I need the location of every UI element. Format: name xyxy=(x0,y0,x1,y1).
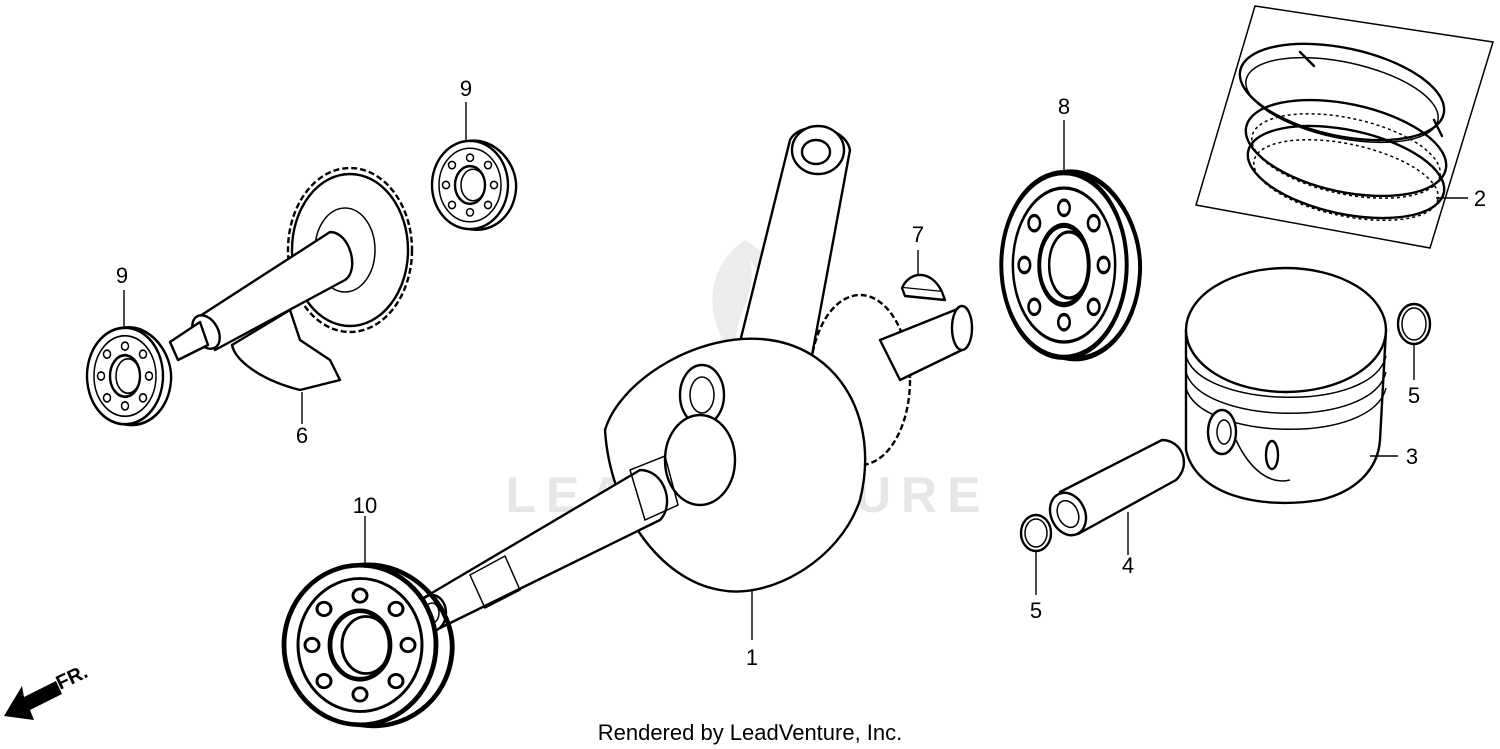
callout-4: 4 xyxy=(1122,553,1134,578)
callout-labels: 1 2 3 4 5 5 6 7 8 9 9 10 xyxy=(116,76,1486,670)
callout-9-upper: 9 xyxy=(460,76,472,101)
callout-2: 2 xyxy=(1474,186,1486,211)
balancer-shaft xyxy=(168,166,414,392)
arrow-left-icon xyxy=(4,681,62,720)
woodruff-key xyxy=(900,273,947,302)
piston-ring-set xyxy=(1195,5,1494,249)
callout-5-right: 5 xyxy=(1408,383,1420,408)
callout-9-lower: 9 xyxy=(116,263,128,288)
callout-3: 3 xyxy=(1406,444,1418,469)
bearing-left-lower xyxy=(85,326,173,427)
bearing-left-upper xyxy=(430,139,518,232)
callout-6: 6 xyxy=(296,423,308,448)
pin-clip-right xyxy=(1396,302,1432,346)
leader-lines xyxy=(123,102,1468,640)
callout-5-left: 5 xyxy=(1030,598,1042,623)
footer-credit: Rendered by LeadVenture, Inc. xyxy=(598,720,903,745)
callout-10: 10 xyxy=(353,493,377,518)
piston-pin xyxy=(1048,438,1186,537)
pin-clip-left xyxy=(1019,513,1053,553)
bearing-front xyxy=(284,565,452,726)
crankshaft xyxy=(416,124,974,633)
callout-1: 1 xyxy=(746,645,758,670)
callout-7: 7 xyxy=(912,222,924,247)
bearing-right xyxy=(1001,172,1140,359)
piston xyxy=(1184,266,1388,505)
front-direction-indicator: FR. xyxy=(4,661,91,720)
callout-8: 8 xyxy=(1058,94,1070,119)
